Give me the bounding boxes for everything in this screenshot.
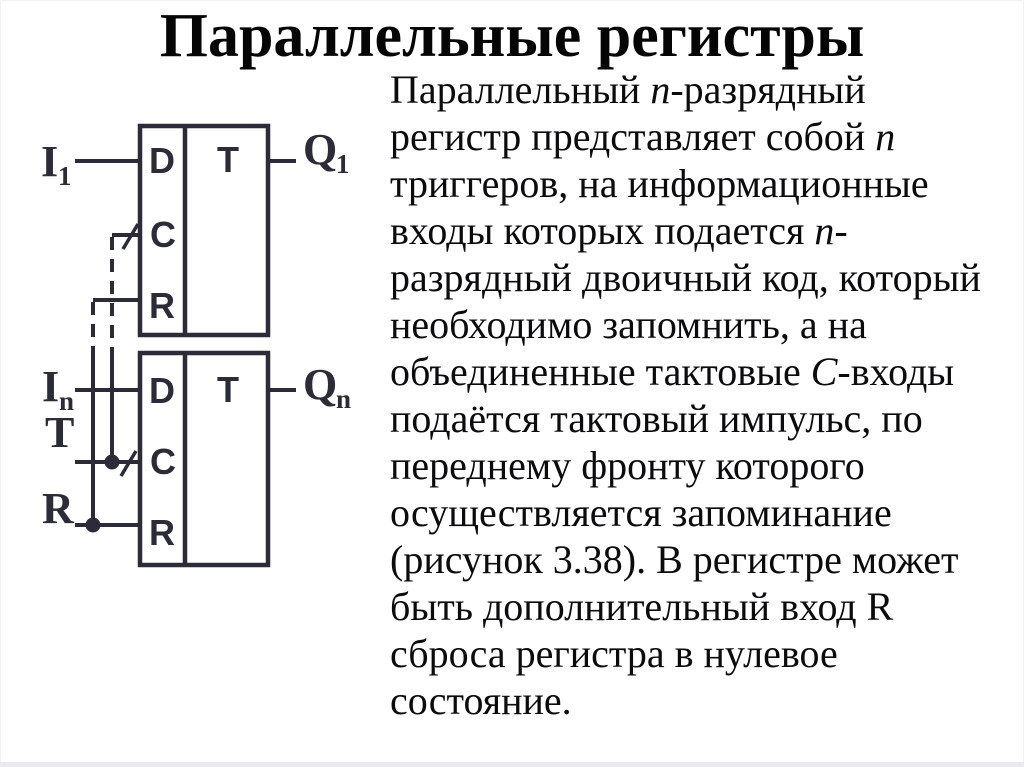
- paragraph-line: триггеров, на информационные: [390, 160, 1022, 207]
- pin-labels: I 1 Q 1 I n Q n T R: [41, 125, 351, 533]
- wires: [75, 159, 296, 533]
- paragraph-text: быть дополнительный вход R: [390, 584, 894, 629]
- flipflop-2-c-label: C: [150, 441, 176, 482]
- register-circuit-diagram: D C R T D C R T: [41, 123, 351, 568]
- edge-trigger-icon-top: [121, 223, 140, 250]
- paragraph-line: переднему фронту которого: [390, 442, 1022, 489]
- paragraph-line: Параллельный n-разрядный: [390, 66, 1022, 113]
- pin-label-i1: I: [41, 137, 58, 186]
- pin-label-in: I: [42, 362, 59, 411]
- flipflop-1-c-label: C: [150, 214, 176, 255]
- flipflop-1-box: [137, 123, 271, 338]
- paragraph-line: осуществляется запоминание: [390, 489, 1022, 536]
- bottom-strip: [0, 762, 1024, 767]
- pin-label-q1: Q: [303, 125, 337, 174]
- paragraph-line: объединенные тактовые C-входы: [390, 348, 1022, 395]
- paragraph-text: объединенные тактовые: [390, 349, 811, 394]
- flipflop-1: D C R T: [137, 123, 271, 338]
- paragraph-text: осуществляется запоминание: [390, 490, 892, 535]
- flipflop-2-t-label: T: [217, 369, 239, 410]
- paragraph-italic-term: n: [650, 67, 671, 112]
- flipflop-2-box: [137, 350, 271, 568]
- paragraph-text: -разрядный: [670, 67, 866, 112]
- paragraph-italic-term: n: [875, 114, 896, 159]
- flipflop-1-d-label: D: [149, 140, 175, 181]
- paragraph-text: Параллельный: [390, 67, 651, 112]
- paragraph-line: сброса регистра в нулевое: [390, 630, 1022, 677]
- paragraph-text: сброса регистра в нулевое: [390, 631, 838, 676]
- flipflop-2: D C R T: [137, 350, 271, 568]
- paragraph-line: необходимо запомнить, а на: [390, 301, 1022, 348]
- pin-label-t: T: [45, 408, 74, 457]
- paragraph-text: состояние.: [390, 678, 572, 723]
- paragraph-line: быть дополнительный вход R: [390, 583, 1022, 630]
- flipflop-2-d-label: D: [149, 370, 175, 411]
- pin-label-i1-sub: 1: [58, 161, 72, 191]
- junction-dot-clock: [104, 454, 120, 470]
- paragraph-text: входы которых подается: [390, 208, 815, 253]
- paragraph-text: необходимо запомнить, а на: [390, 302, 867, 347]
- flipflop-1-t-label: T: [217, 139, 239, 180]
- paragraph-line: входы которых подается n-: [390, 207, 1022, 254]
- flipflop-2-r-label: R: [149, 512, 175, 553]
- paragraph-text: регистр представляет собой: [390, 114, 876, 159]
- paragraph-text: (рисунок 3.38). В регистре может: [390, 537, 959, 582]
- pin-label-in-sub: n: [59, 386, 74, 416]
- paragraph-text: -входы: [837, 349, 955, 394]
- pin-label-r: R: [42, 484, 75, 533]
- paragraph-text: подаётся тактовый импульс, по: [390, 396, 923, 441]
- pin-label-q1-sub: 1: [336, 149, 350, 179]
- paragraph-italic-term: C: [810, 349, 838, 394]
- paragraph-line: состояние.: [390, 677, 1022, 724]
- paragraph-text: -: [834, 208, 848, 253]
- junction-dot-reset: [85, 517, 101, 533]
- paragraph-line: регистр представляет собой n: [390, 113, 1022, 160]
- flipflop-1-r-label: R: [149, 285, 175, 326]
- paragraph-line: (рисунок 3.38). В регистре может: [390, 536, 1022, 583]
- edge-trigger-icon-bottom: [119, 450, 138, 477]
- paragraph-line: разрядный двоичный код, который: [390, 254, 1022, 301]
- pin-label-qn-sub: n: [336, 384, 351, 414]
- paragraph-text: триггеров, на информационные: [390, 161, 929, 206]
- pin-label-qn: Q: [303, 360, 337, 409]
- paragraph-text: переднему фронту которого: [390, 443, 865, 488]
- paragraph-text: разрядный двоичный код, который: [390, 255, 981, 300]
- slide-title: Параллельные регистры: [159, 2, 865, 70]
- paragraph-italic-term: n: [814, 208, 835, 253]
- paragraph-line: подаётся тактовый импульс, по: [390, 395, 1022, 442]
